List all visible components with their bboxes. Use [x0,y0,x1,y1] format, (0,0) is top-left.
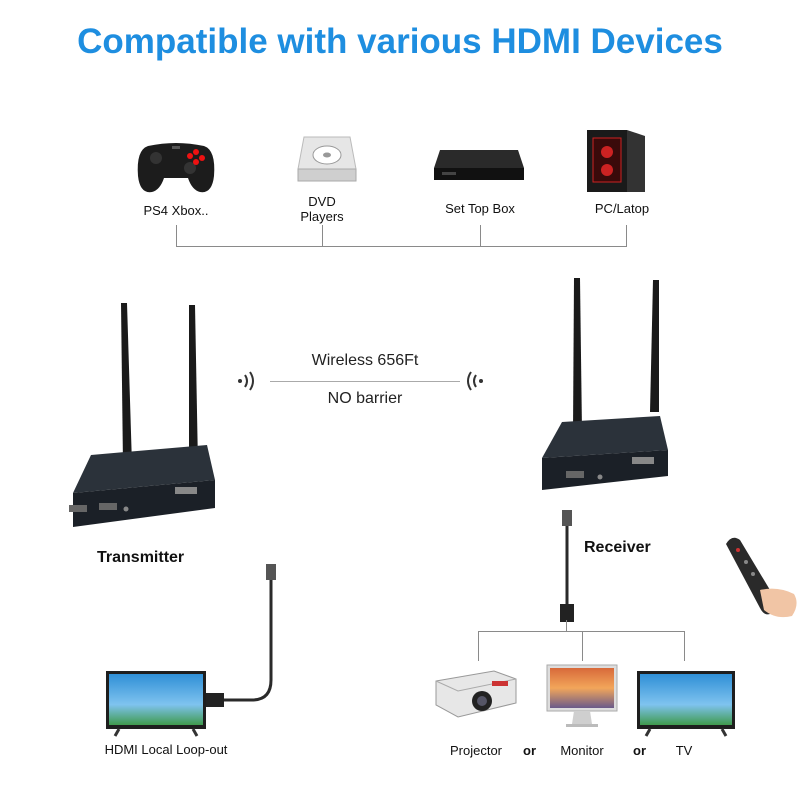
page-title: Compatible with various HDMI Devices [77,22,723,61]
source-label-pc: PC/Latop [594,201,650,216]
source-drop-1 [176,225,177,246]
pc-tower-icon [587,130,645,192]
set-top-box-icon [434,150,524,180]
source-label-ps4: PS4 Xbox.. [143,203,209,218]
projector-icon [435,670,517,718]
source-drop-3 [480,225,481,246]
source-drop-4 [626,225,627,246]
source-drop-2 [322,225,323,246]
wireless-note: NO barrier [327,390,403,407]
remote-control-icon [726,537,797,618]
transmitter-device [69,303,215,527]
monitor-icon [546,664,618,727]
separator-or-2: or [633,743,646,758]
output-label-projector: Projector [449,743,503,758]
output-drop-1 [478,631,479,661]
receiver-hdmi-cable [560,510,574,622]
loopout-hdmi-cable [204,564,276,707]
source-label-dvd: DVD Players [272,194,372,224]
wireless-signal-left-icon [238,371,254,391]
loopout-label: HDMI Local Loop-out [104,742,228,757]
loopout-tv-icon [106,671,206,737]
gamepad-icon [137,143,215,193]
receiver-label: Receiver [584,539,651,556]
tv-icon [637,671,735,737]
wireless-link-line [270,381,460,382]
output-drop-3 [684,631,685,661]
output-bus-wire [478,631,684,632]
wireless-signal-right-icon [467,371,483,391]
output-feed-wire [566,620,567,631]
source-bus-wire [176,246,627,247]
wireless-distance: Wireless 656Ft [311,352,419,369]
output-label-tv: TV [675,743,693,758]
transmitter-label: Transmitter [97,549,185,566]
dvd-player-icon [297,136,357,182]
output-label-monitor: Monitor [560,743,604,758]
separator-or-1: or [523,743,536,758]
source-label-stb: Set Top Box [445,201,515,216]
source-label-dvd-line1: DVD [308,194,336,209]
receiver-device [542,278,668,490]
source-label-dvd-line2: Players [300,209,344,224]
output-drop-2 [582,631,583,661]
